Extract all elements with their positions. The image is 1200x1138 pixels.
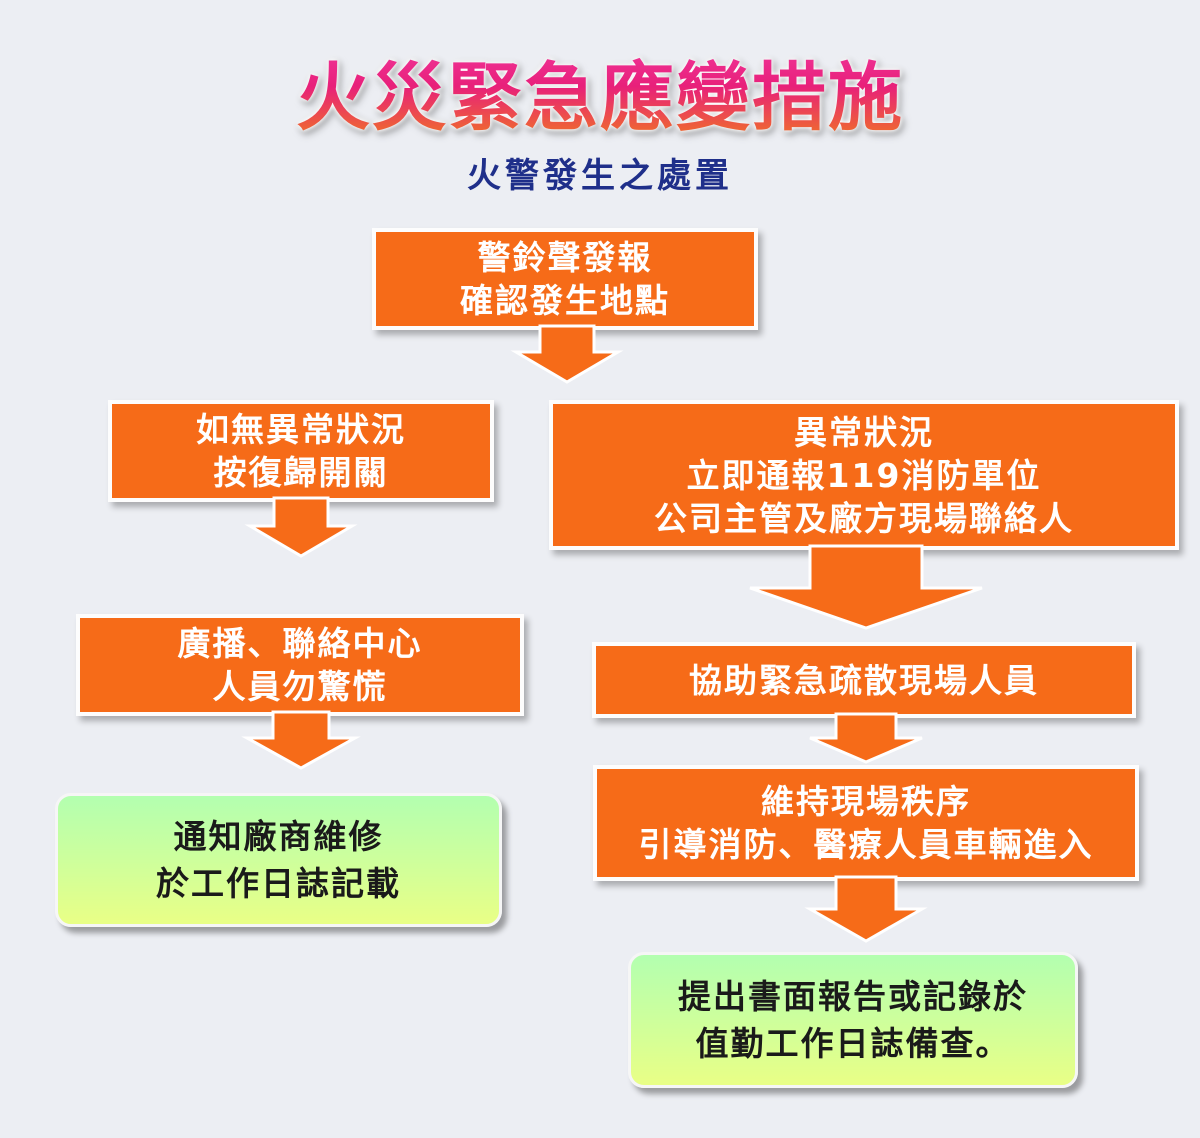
step-alarm-box: 警鈴聲發報 確認發生地點 bbox=[372, 228, 758, 330]
arrow-down-4 bbox=[749, 544, 983, 630]
step-normal-line-1: 如無異常狀況 bbox=[196, 410, 406, 449]
step-abnormal-box: 異常狀況 立即通報119消防單位 公司主管及廠方現場聯絡人 bbox=[549, 400, 1179, 550]
step-normal-box: 如無異常狀況 按復歸開關 bbox=[108, 400, 494, 502]
step-abnormal-line-3: 公司主管及廠方現場聯絡人 bbox=[654, 498, 1074, 538]
step-abnormal-line-2: 立即通報119消防單位 bbox=[686, 455, 1042, 495]
step-alarm-line-1: 警鈴聲發報 bbox=[477, 238, 653, 277]
step-evacuate-line-1: 協助緊急疏散現場人員 bbox=[689, 660, 1039, 700]
page-title: 火災緊急應變措施 bbox=[0, 38, 1200, 145]
step-normal-line-2: 按復歸開關 bbox=[213, 453, 389, 492]
arrow-down-1 bbox=[510, 324, 624, 384]
step-abnormal-line-1: 異常狀況 bbox=[794, 412, 934, 452]
step-report-line-2: 值勤工作日誌備查。 bbox=[695, 1024, 1011, 1063]
arrow-down-2 bbox=[244, 496, 358, 558]
step-repair-line-1: 通知廠商維修 bbox=[173, 817, 384, 856]
step-evacuate-box: 協助緊急疏散現場人員 bbox=[592, 642, 1136, 718]
step-alarm-line-2: 確認發生地點 bbox=[460, 281, 670, 320]
step-broadcast-line-1: 廣播、聯絡中心 bbox=[177, 624, 423, 663]
step-broadcast-line-2: 人員勿驚慌 bbox=[212, 667, 388, 706]
arrow-down-5 bbox=[809, 712, 923, 764]
page-subtitle: 火警發生之處置 bbox=[467, 156, 733, 196]
arrow-down-3 bbox=[241, 710, 361, 770]
step-repair-box: 通知廠商維修 於工作日誌記載 bbox=[55, 793, 502, 927]
step-order-line-2: 引導消防、醫療人員車輛進入 bbox=[638, 825, 1094, 864]
step-order-box: 維持現場秩序 引導消防、醫療人員車輛進入 bbox=[593, 765, 1139, 881]
step-order-line-1: 維持現場秩序 bbox=[761, 782, 971, 821]
step-broadcast-box: 廣播、聯絡中心 人員勿驚慌 bbox=[76, 614, 524, 716]
step-report-box: 提出書面報告或記錄於 值勤工作日誌備查。 bbox=[628, 952, 1078, 1088]
step-repair-line-2: 於工作日誌記載 bbox=[156, 864, 401, 903]
step-report-line-1: 提出書面報告或記錄於 bbox=[678, 977, 1028, 1016]
arrow-down-6 bbox=[804, 875, 928, 943]
